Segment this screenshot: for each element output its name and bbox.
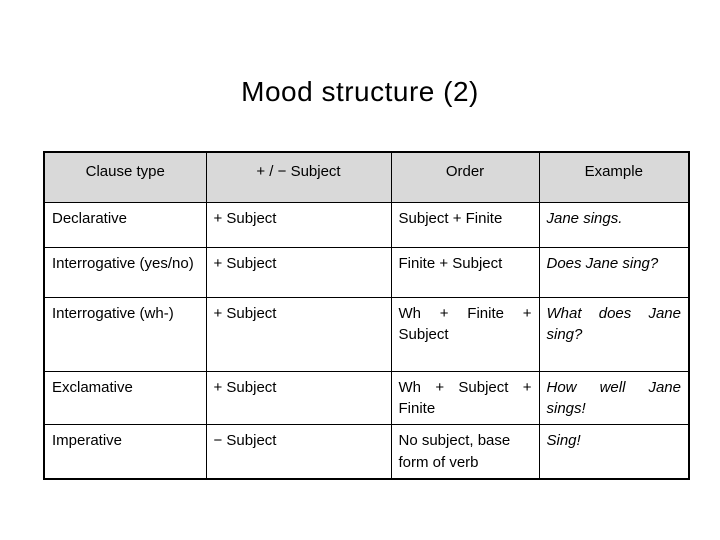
table-row-interrogative-yesno: Interrogative (yes/no) + Subject Finite … [43,246,690,298]
cell-subject: + Subject [205,246,392,298]
cell-clause-type: Imperative [43,424,207,479]
header-subject: + / − Subject [205,151,392,203]
cell-order: Finite + Subject [390,246,540,298]
cell-subject: + Subject [205,201,392,248]
cell-clause-type: Interrogative (wh-) [43,296,207,372]
table-row-interrogative-wh: Interrogative (wh-) + Subject Wh + Finit… [43,296,690,372]
header-order: Order [390,151,540,203]
cell-clause-type: Exclamative [43,370,207,425]
slide-title: Mood structure (2) [241,76,479,107]
cell-example: Sing! [538,424,690,479]
table-row-exclamative: Exclamative + Subject Wh + Subject + Fin… [43,370,690,425]
cell-example: Does Jane sing? [538,246,690,298]
cell-order: Subject + Finite [390,201,540,248]
cell-subject: + Subject [205,296,392,372]
cell-clause-type: Interrogative (yes/no) [43,246,207,298]
cell-example: How well Jane sings! [538,370,690,425]
table-row-declarative: Declarative + Subject Subject + Finite J… [43,201,690,248]
header-example: Example [538,151,690,203]
cell-example: Jane sings. [538,201,690,248]
header-clause-type: Clause type [43,151,207,203]
cell-clause-type: Declarative [43,201,207,248]
cell-order: No subject, base form of verb [390,424,540,479]
cell-subject: + Subject [205,370,392,425]
cell-order: Wh + Subject + Finite [390,370,540,425]
table-row-imperative: Imperative − Subject No subject, base fo… [43,424,690,479]
cell-example: What does Jane sing? [538,296,690,372]
cell-subject: − Subject [205,424,392,479]
cell-order: Wh + Finite + Subject [390,296,540,372]
table-header-row: Clause type + / − Subject Order Example [43,151,690,203]
mood-structure-table: Clause type + / − Subject Order Example … [43,151,690,480]
